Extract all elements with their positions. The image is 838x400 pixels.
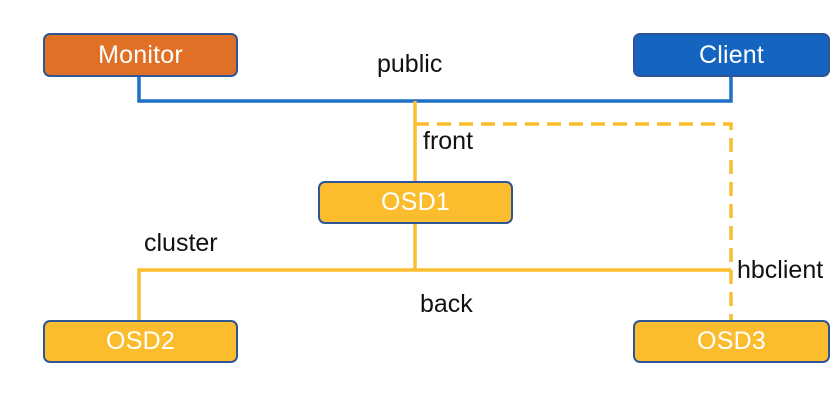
public-network-line <box>137 77 733 103</box>
back-network-line <box>137 268 731 320</box>
public-label: public <box>377 50 443 78</box>
hbclient-dashed-line <box>415 122 733 320</box>
front-label: front <box>423 127 474 155</box>
back-label: back <box>420 290 473 318</box>
client-node: Client <box>633 33 830 77</box>
monitor-node: Monitor <box>43 33 238 77</box>
cluster-label: cluster <box>144 229 218 257</box>
osd1-node: OSD1 <box>318 181 513 224</box>
hbclient-label: hbclient <box>737 256 824 284</box>
osd2-node: OSD2 <box>43 320 238 363</box>
osd3-node: OSD3 <box>633 320 830 363</box>
